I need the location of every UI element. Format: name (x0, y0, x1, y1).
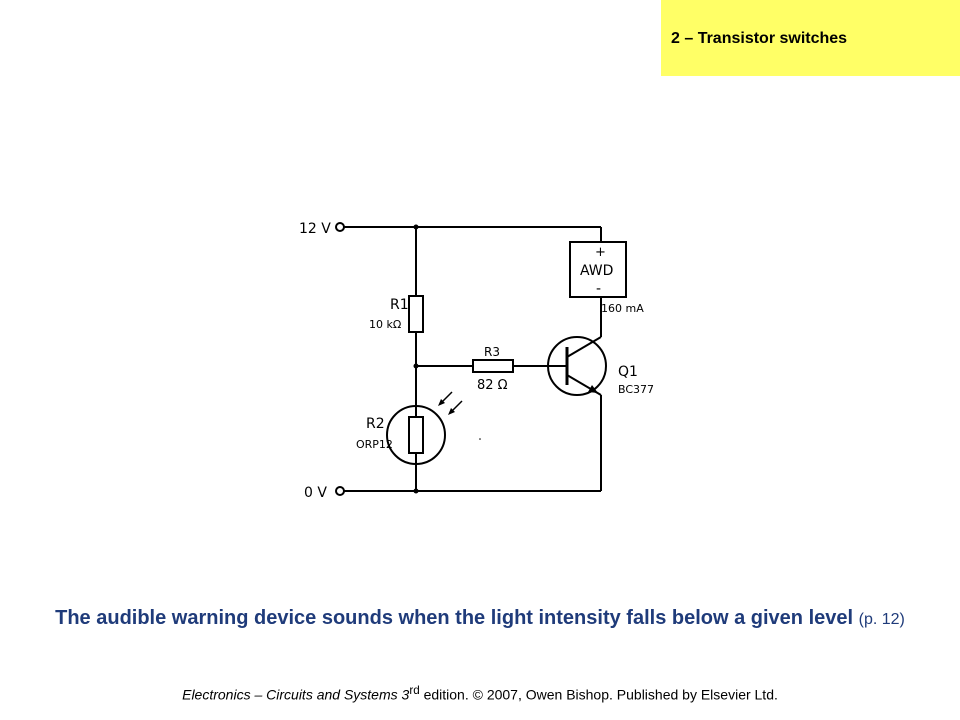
caption-page-ref: (p. 12) (858, 611, 905, 628)
stray-dot (479, 438, 481, 440)
r3-value: 82 Ω (477, 378, 508, 393)
awd-current: 160 mA (601, 302, 644, 315)
r3-resistor (472, 359, 514, 373)
caption-text: The audible warning device sounds when t… (55, 607, 854, 629)
q1-name: Q1 (618, 364, 638, 380)
ground-terminal (335, 486, 345, 496)
q1-transistor-outline (547, 336, 607, 396)
light-arrowhead-1 (438, 399, 445, 406)
caption: The audible warning device sounds when t… (40, 602, 920, 636)
supply-label: 12 V (299, 221, 331, 237)
r1-value: 10 kΩ (369, 318, 401, 331)
r2-resistor (408, 416, 424, 454)
awd-plus: + (595, 245, 606, 260)
junction-dot (413, 363, 419, 369)
awd-label: AWD (580, 263, 613, 279)
r1-resistor (408, 295, 424, 333)
q1-part: BC377 (618, 383, 654, 396)
awd-box (569, 241, 627, 298)
r2-ldr-outline (386, 405, 446, 465)
footer-citation: Electronics – Circuits and Systems 3rd e… (0, 684, 960, 703)
ground-label: 0 V (304, 485, 327, 501)
r2-value: ORP12 (356, 438, 393, 451)
r3-name: R3 (484, 345, 500, 359)
header-box: 2 – Transistor switches (661, 0, 960, 76)
light-arrowhead-2 (448, 408, 455, 415)
q1-collector (566, 336, 602, 358)
footer-book-title: Electronics – Circuits and Systems 3 (182, 686, 410, 703)
awd-minus: - (596, 281, 601, 297)
r1-name: R1 (390, 297, 409, 313)
footer-edition-suffix: rd (409, 684, 420, 697)
r2-name: R2 (366, 416, 385, 432)
footer-rest: edition. © 2007, Owen Bishop. Published … (419, 686, 778, 703)
junction-dot (413, 224, 419, 230)
junction-dot (413, 488, 419, 494)
supply-terminal (335, 222, 345, 232)
q1-emitter-arrowhead (588, 385, 598, 393)
page-title: 2 – Transistor switches (671, 30, 848, 47)
